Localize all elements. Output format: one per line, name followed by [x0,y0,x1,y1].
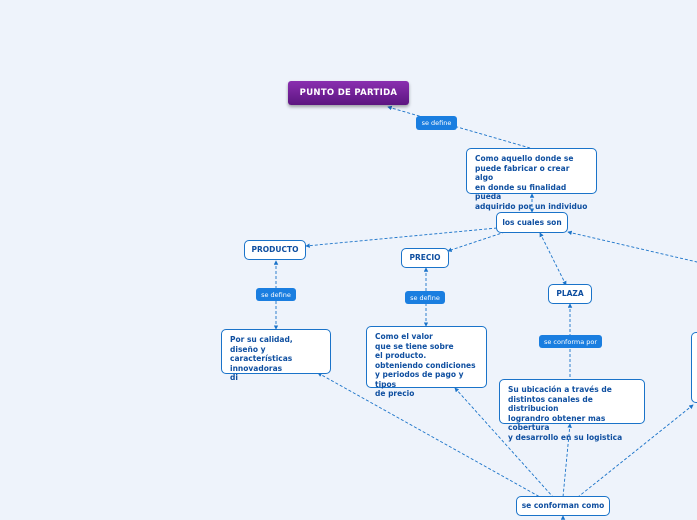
tag-se-define-1[interactable]: se define [416,116,457,130]
node-producto[interactable]: PRODUCTO [244,240,306,260]
tag-se-define-2[interactable]: se define [256,288,296,301]
link-cuales-plaza [539,232,567,286]
tag-se-define-3[interactable]: se define [405,291,445,304]
link-cuales-producto [305,227,498,248]
node-plaza-desc[interactable]: Su ubicación a través de distintos canal… [499,379,645,442]
node-se-conforman-como[interactable]: se conforman como [516,496,610,516]
link-producto-conforman [317,372,541,498]
link-cuales-right [567,230,697,263]
link-cuales-precio [447,231,506,252]
link-plaza-conforman [562,423,572,498]
node-precio[interactable]: PRECIO [401,248,449,268]
root-node[interactable]: PUNTO DE PARTIDA [288,81,409,105]
link-right-conforman [577,404,694,498]
node-offscreen-right[interactable] [691,332,697,403]
node-plaza[interactable]: PLAZA [548,284,592,304]
link-precio-conforman [454,387,554,498]
node-precio-desc[interactable]: Como el valor que se tiene sobre el prod… [366,326,487,398]
node-producto-desc[interactable]: Por su calidad, diseño y características… [221,329,331,382]
node-los-cuales-son[interactable]: los cuales son [496,212,568,233]
node-definicion[interactable]: Como aquello donde se puede fabricar o c… [466,148,597,211]
link-root-definicion [387,105,531,149]
tag-se-conforma-por[interactable]: se conforma por [539,335,602,348]
